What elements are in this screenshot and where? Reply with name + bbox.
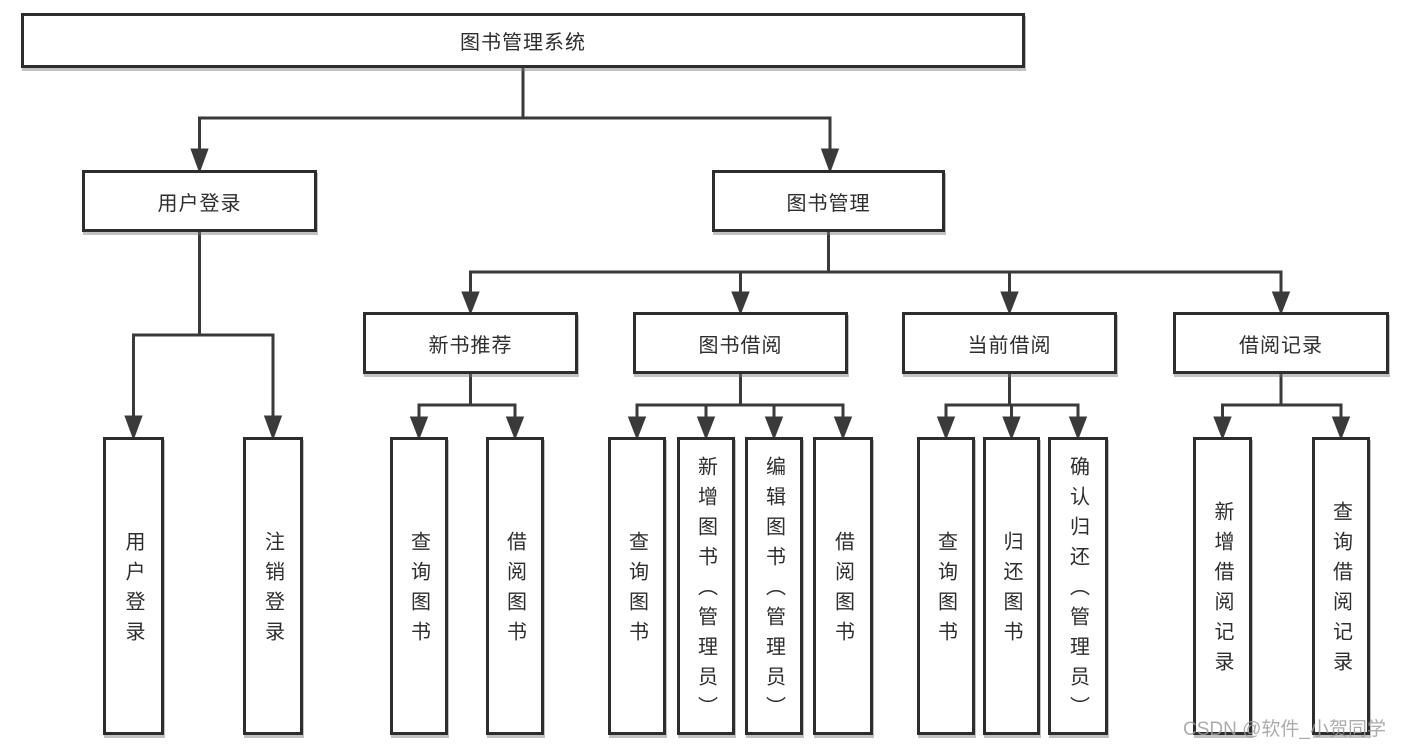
node-root-label: 图书管理系统 — [460, 32, 586, 54]
leaf-cb-query-books-label: 查询图书 — [934, 531, 957, 651]
connector-borrow-records-to-leaves — [1213, 374, 1351, 441]
csdn-watermark: CSDN @软件_小贺同学 — [1183, 719, 1386, 740]
leaf-bb-edit-books-admin-label: 编辑图书（管理员） — [762, 456, 785, 726]
leaf-bb-edit-books-admin: 编辑图书（管理员） — [745, 437, 803, 735]
leaf-logout-login-label: 注销登录 — [261, 531, 284, 651]
node-user-login-label: 用户登录 — [157, 192, 242, 215]
leaf-bb-borrow-books-label: 借阅图书 — [831, 531, 854, 651]
leaf-bb-query-books: 查询图书 — [608, 437, 666, 735]
leaf-nb-query-books-label: 查询图书 — [407, 531, 430, 651]
node-borrow-records: 借阅记录 — [1173, 312, 1389, 374]
node-book-borrow-label: 图书借阅 — [698, 334, 783, 357]
connector-book-management-to-level3 — [461, 232, 1291, 316]
leaf-user-login: 用户登录 — [103, 437, 164, 735]
connector-user-login-to-leaves — [124, 232, 283, 441]
node-new-book-recommend-label: 新书推荐 — [428, 334, 513, 357]
leaf-bb-query-books-label: 查询图书 — [625, 531, 648, 651]
leaf-nb-borrow-books-label: 借阅图书 — [503, 531, 526, 651]
leaf-nb-query-books: 查询图书 — [390, 437, 448, 735]
node-new-book-recommend: 新书推荐 — [363, 312, 578, 374]
node-book-management-label: 图书管理 — [786, 192, 871, 215]
leaf-br-add-borrow-record: 新增借阅记录 — [1193, 437, 1252, 735]
node-book-borrow: 图书借阅 — [633, 312, 848, 374]
node-current-borrow-label: 当前借阅 — [967, 334, 1052, 357]
leaf-logout-login: 注销登录 — [243, 437, 303, 735]
connector-new-book-recommend-to-leaves — [409, 374, 525, 441]
node-root: 图书管理系统 — [21, 13, 1025, 68]
node-borrow-records-label: 借阅记录 — [1239, 334, 1323, 357]
leaf-cb-confirm-return-admin-label: 确认归还（管理员） — [1066, 456, 1089, 726]
leaf-cb-confirm-return-admin: 确认归还（管理员） — [1048, 437, 1108, 735]
leaf-cb-return-books-label: 归还图书 — [1000, 531, 1022, 651]
node-current-borrow: 当前借阅 — [902, 312, 1117, 374]
leaf-bb-borrow-books: 借阅图书 — [813, 437, 873, 735]
node-book-management: 图书管理 — [712, 170, 945, 232]
leaf-bb-add-books-admin: 新增图书（管理员） — [677, 437, 735, 735]
connector-current-borrow-to-leaves — [936, 374, 1088, 441]
node-user-login: 用户登录 — [82, 170, 317, 232]
connector-book-borrow-to-leaves — [627, 374, 853, 441]
leaf-cb-query-books: 查询图书 — [917, 437, 975, 735]
leaf-br-add-borrow-record-label: 新增借阅记录 — [1211, 501, 1233, 681]
connector-root-to-level2 — [190, 68, 840, 174]
leaf-bb-add-books-admin-label: 新增图书（管理员） — [694, 456, 717, 726]
leaf-br-query-borrow-record: 查询借阅记录 — [1312, 437, 1370, 735]
leaf-br-query-borrow-record-label: 查询借阅记录 — [1329, 501, 1352, 681]
leaf-user-login-label: 用户登录 — [122, 531, 144, 651]
leaf-nb-borrow-books: 借阅图书 — [486, 437, 544, 735]
leaf-cb-return-books: 归还图书 — [983, 437, 1040, 735]
